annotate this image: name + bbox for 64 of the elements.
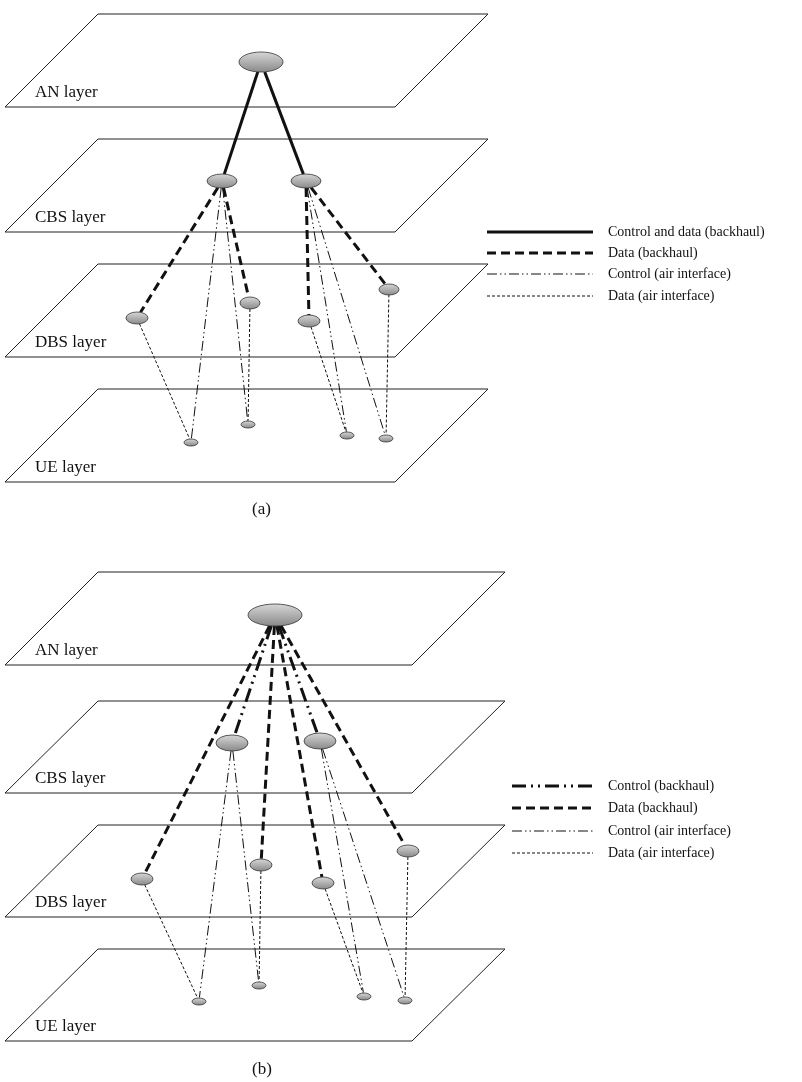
ellipse-node — [125, 311, 149, 325]
link-line — [144, 884, 198, 999]
layer-label: UE layer — [35, 1017, 96, 1034]
link-line — [385, 294, 390, 435]
legend-label: Data (backhaul) — [608, 246, 698, 260]
ellipse-node — [378, 433, 394, 443]
layer-label: UE layer — [35, 458, 96, 475]
ellipse-node — [130, 872, 154, 886]
ellipse-node — [303, 732, 337, 750]
ellipse-node — [356, 991, 372, 1001]
link-line — [306, 187, 347, 432]
link-line — [404, 856, 409, 997]
legend-label: Data (air interface) — [608, 846, 715, 860]
ellipse-node — [297, 314, 321, 328]
legend-label: Control (backhaul) — [608, 779, 715, 793]
link-line — [324, 888, 364, 994]
link-line — [222, 71, 260, 175]
link-line — [263, 71, 305, 175]
ellipse-node — [240, 419, 256, 429]
link-line — [322, 748, 405, 997]
legend-label: Control (air interface) — [608, 267, 731, 281]
layer-label: AN layer — [35, 641, 98, 658]
layer-label: CBS layer — [35, 208, 106, 225]
ellipse-node — [378, 282, 400, 296]
ellipse-node — [238, 51, 284, 73]
link-line — [190, 187, 222, 439]
link-line — [232, 750, 260, 982]
link-line — [139, 186, 220, 314]
link-line — [277, 625, 319, 734]
legend-label: Data (air interface) — [608, 289, 715, 303]
ellipse-node — [183, 437, 199, 447]
legend-label: Control and data (backhaul) — [608, 225, 765, 239]
ellipse-node — [206, 173, 238, 189]
link-line — [233, 625, 273, 736]
link-line — [247, 308, 251, 421]
link-line — [307, 187, 386, 435]
link-line — [309, 186, 387, 285]
link-line — [143, 625, 271, 874]
ellipse-node — [339, 430, 355, 440]
ellipse-node — [247, 603, 303, 627]
link-line — [310, 326, 347, 432]
link-line — [258, 870, 262, 982]
link-line — [139, 323, 190, 440]
ellipse-node — [311, 876, 335, 890]
ellipse-node — [249, 858, 273, 872]
ellipse-node — [290, 173, 322, 189]
figure-caption: (b) — [252, 1060, 272, 1077]
ellipse-node — [239, 296, 261, 310]
layer-label: DBS layer — [35, 893, 107, 910]
ellipse-node — [397, 995, 413, 1005]
link-line — [198, 750, 232, 998]
ellipse-node — [215, 734, 249, 752]
layer-label: AN layer — [35, 83, 98, 100]
legend-label: Data (backhaul) — [608, 801, 698, 815]
link-line — [259, 625, 276, 860]
layer-label: CBS layer — [35, 769, 106, 786]
ellipse-node — [251, 980, 267, 990]
legend-label: Control (air interface) — [608, 824, 731, 838]
figure-caption: (a) — [252, 500, 271, 517]
ellipse-node — [191, 996, 207, 1006]
layer-label: DBS layer — [35, 333, 107, 350]
ellipse-node — [396, 844, 420, 858]
link-line — [320, 748, 364, 993]
link-line — [275, 625, 324, 878]
